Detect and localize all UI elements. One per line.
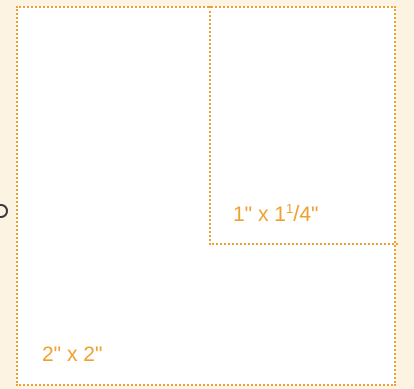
inner-rectangle-label: 1" x 11/4" [233,201,319,227]
inner-label-fraction-numerator: 1 [285,201,294,216]
outer-square-2x2 [16,6,396,386]
inner-label-suffix: " [311,203,319,226]
inner-label-fraction-slash: / [293,201,300,226]
edge-cutoff-mark [0,204,8,218]
outer-square-label: 2" x 2" [42,343,103,366]
inner-label-fraction-denominator: 4 [299,203,312,226]
inner-label-prefix: 1" x 1 [233,203,286,226]
inner-rectangle-1x1-1-4 [209,6,398,245]
